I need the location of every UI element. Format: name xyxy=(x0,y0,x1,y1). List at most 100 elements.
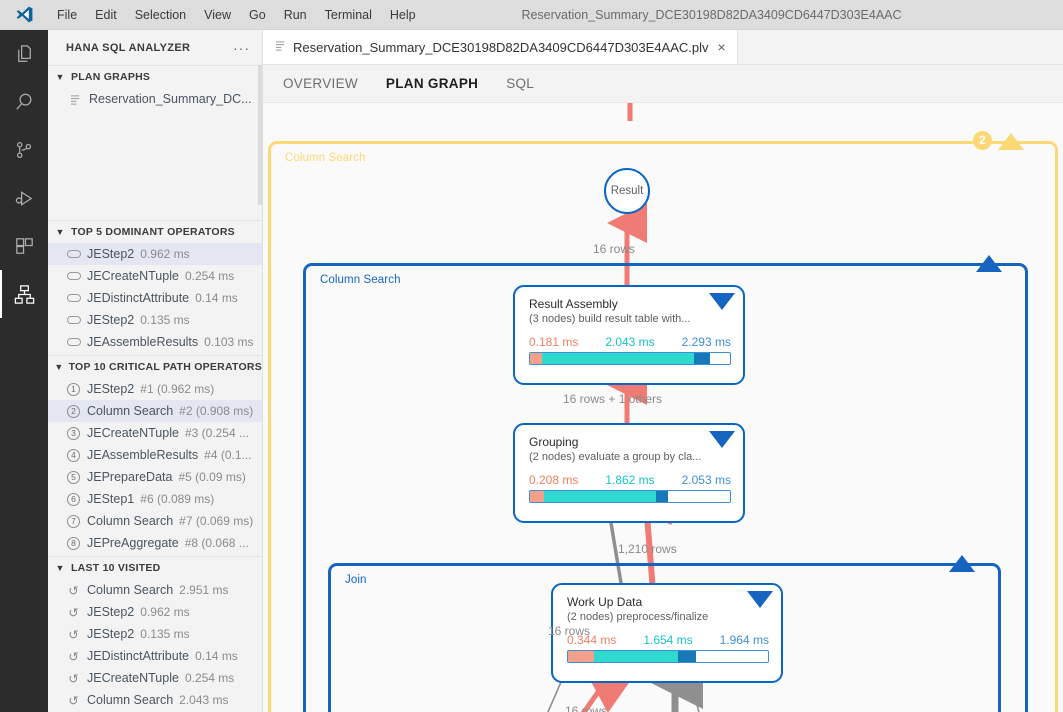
search-icon[interactable] xyxy=(0,78,48,126)
menu-item-terminal[interactable]: Terminal xyxy=(324,7,372,22)
tab-overview[interactable]: OVERVIEW xyxy=(283,76,358,91)
node-time-mid: 2.043 ms xyxy=(605,335,655,349)
node-collapse-triangle-icon[interactable] xyxy=(709,293,735,310)
sidebar-scrollbar[interactable] xyxy=(258,65,262,205)
list-item-value: #8 (0.068 ... xyxy=(184,536,249,550)
source-control-icon[interactable] xyxy=(0,126,48,174)
list-item-label: Column Search xyxy=(87,583,174,597)
list-item[interactable]: 2 Column Search #2 (0.908 ms) xyxy=(48,400,262,422)
section-label: PLAN GRAPHS xyxy=(71,71,151,83)
editor-tab-bar: Reservation_Summary_DCE30198D82DA3409CD6… xyxy=(263,30,1063,65)
history-icon: ↺ xyxy=(68,583,79,598)
list-item[interactable]: JEStep2 0.135 ms xyxy=(48,309,262,331)
node-result-assembly[interactable]: Result Assembly (3 nodes) build result t… xyxy=(513,285,745,385)
list-item[interactable]: ↺ JEStep2 0.962 ms xyxy=(48,601,262,623)
list-item[interactable]: ↺ JECreateNTuple 0.254 ms xyxy=(48,667,262,689)
list-item[interactable]: JEAssembleResults 0.103 ms xyxy=(48,331,262,353)
section-top10-critical-path: ▼ TOP 10 CRITICAL PATH OPERATORS 1 JESte… xyxy=(48,355,262,556)
list-item[interactable]: 8 JEPreAggregate #8 (0.068 ... xyxy=(48,532,262,554)
frame-collapse-triangle-yellow[interactable] xyxy=(998,133,1024,150)
frame-column-search-outer[interactable]: Column Search xyxy=(268,141,1058,712)
list-item-value: #1 (0.962 ms) xyxy=(140,382,215,396)
list-item[interactable]: JECreateNTuple 0.254 ms xyxy=(48,265,262,287)
menu-item-file[interactable]: File xyxy=(57,7,78,22)
list-item[interactable]: 7 Column Search #7 (0.069 ms) xyxy=(48,510,262,532)
list-item-value: 0.135 ms xyxy=(140,313,190,327)
frame-column-search-inner[interactable]: Column Search xyxy=(303,263,1028,712)
list-item-label: JEDistinctAttribute xyxy=(87,649,190,663)
section-last10-visited: ▼ LAST 10 VISITED ↺ Column Search 2.951 … xyxy=(48,556,262,712)
list-item[interactable]: 4 JEAssembleResults #4 (0.1... xyxy=(48,444,262,466)
list-item[interactable]: ↺ Column Search 2.951 ms xyxy=(48,579,262,601)
title-bar: File Edit Selection View Go Run Terminal… xyxy=(0,0,1063,30)
list-item[interactable]: Reservation_Summary_DC... xyxy=(48,88,262,110)
result-node[interactable]: Result xyxy=(604,168,650,214)
tab-sql[interactable]: SQL xyxy=(506,76,535,91)
node-grouping[interactable]: Grouping (2 nodes) evaluate a group by c… xyxy=(513,423,745,523)
list-item[interactable]: 1 JEStep2 #1 (0.962 ms) xyxy=(48,378,262,400)
list-item[interactable]: ↺ JEStep2 0.135 ms xyxy=(48,623,262,645)
hana-analyzer-icon[interactable] xyxy=(0,270,48,318)
list-item-value: #4 (0.1... xyxy=(204,448,252,462)
chevron-down-icon: ▼ xyxy=(55,562,65,573)
node-subtitle: (2 nodes) evaluate a group by cla... xyxy=(529,451,702,463)
list-item[interactable]: 3 JECreateNTuple #3 (0.254 ... xyxy=(48,422,262,444)
list-item-value: 0.14 ms xyxy=(195,291,238,305)
menu-item-view[interactable]: View xyxy=(204,7,232,22)
node-work-up-data[interactable]: Work Up Data (2 nodes) preprocess/finali… xyxy=(551,583,783,683)
critical-path-badge-2[interactable]: 2 xyxy=(973,131,992,150)
frame-collapse-triangle-blue-2[interactable] xyxy=(949,555,975,572)
list-item[interactable]: 6 JEStep1 #6 (0.089 ms) xyxy=(48,488,262,510)
frame-collapse-triangle-blue-1[interactable] xyxy=(976,255,1002,272)
section-header-top10-critical-path[interactable]: ▼ TOP 10 CRITICAL PATH OPERATORS xyxy=(48,356,262,378)
frame-join[interactable]: Join xyxy=(328,563,1001,712)
menu-item-help[interactable]: Help xyxy=(389,7,416,22)
history-icon: ↺ xyxy=(68,693,79,708)
tab-plan-file[interactable]: Reservation_Summary_DCE30198D82DA3409CD6… xyxy=(263,30,738,64)
list-item[interactable]: ↺ Column Search 2.043 ms xyxy=(48,689,262,711)
menu-bar[interactable]: File Edit Selection View Go Run Terminal… xyxy=(48,4,425,26)
number-circle-icon: 1 xyxy=(66,382,81,396)
list-item-label: JEStep2 xyxy=(87,605,135,619)
menu-item-selection[interactable]: Selection xyxy=(134,7,187,22)
section-top5-dominant: ▼ TOP 5 DOMINANT OPERATORS JEStep2 0.962… xyxy=(48,220,262,355)
extensions-icon[interactable] xyxy=(0,222,48,270)
explorer-icon[interactable] xyxy=(0,30,48,78)
node-time-mid: 1.654 ms xyxy=(643,633,693,647)
close-icon[interactable]: × xyxy=(717,39,726,55)
node-collapse-triangle-icon[interactable] xyxy=(709,431,735,448)
list-item-label: Column Search xyxy=(87,693,174,707)
list-item[interactable]: 5 JEPrepareData #5 (0.09 ms) xyxy=(48,466,262,488)
node-collapse-triangle-icon[interactable] xyxy=(747,591,773,608)
list-item-label: JEPreAggregate xyxy=(87,536,179,550)
section-label: LAST 10 VISITED xyxy=(71,562,161,574)
menu-item-edit[interactable]: Edit xyxy=(95,7,117,22)
run-debug-icon[interactable] xyxy=(0,174,48,222)
history-icon: ↺ xyxy=(68,649,79,664)
section-header-last10-visited[interactable]: ▼ LAST 10 VISITED xyxy=(48,557,262,579)
pill-icon xyxy=(66,272,81,280)
menu-item-run[interactable]: Run xyxy=(283,7,307,22)
menu-item-go[interactable]: Go xyxy=(249,7,266,22)
list-item[interactable]: ↺ JEDistinctAttribute 0.14 ms xyxy=(48,645,262,667)
list-item-value: 0.962 ms xyxy=(140,605,190,619)
list-item-value: 2.043 ms xyxy=(179,693,229,707)
pill-icon xyxy=(66,294,81,302)
list-item-label: JEStep2 xyxy=(87,382,135,396)
node-time-end: 2.293 ms xyxy=(681,335,731,349)
section-header-plan-graphs[interactable]: ▼ PLAN GRAPHS xyxy=(48,66,262,88)
tab-plan-graph[interactable]: PLAN GRAPH xyxy=(385,76,479,91)
chevron-down-icon: ▼ xyxy=(55,71,65,82)
number-circle-icon: 5 xyxy=(66,470,81,484)
node-time-end: 2.053 ms xyxy=(681,473,731,487)
node-time-start: 0.181 ms xyxy=(529,335,579,349)
list-item-value: #5 (0.09 ms) xyxy=(178,470,246,484)
sidebar-more-actions-icon[interactable]: ··· xyxy=(233,39,250,56)
list-item-value: #7 (0.069 ms) xyxy=(179,514,254,528)
plan-graph-canvas[interactable]: Column Search 2 Column Search Join Resul… xyxy=(263,103,1063,712)
list-item[interactable]: JEDistinctAttribute 0.14 ms xyxy=(48,287,262,309)
section-header-top5-dominant[interactable]: ▼ TOP 5 DOMINANT OPERATORS xyxy=(48,221,262,243)
pill-icon xyxy=(66,250,81,258)
list-item[interactable]: JEStep2 0.962 ms xyxy=(48,243,262,265)
sidebar: HANA SQL ANALYZER ··· ▼ PLAN GRAPHS Rese… xyxy=(48,30,263,712)
